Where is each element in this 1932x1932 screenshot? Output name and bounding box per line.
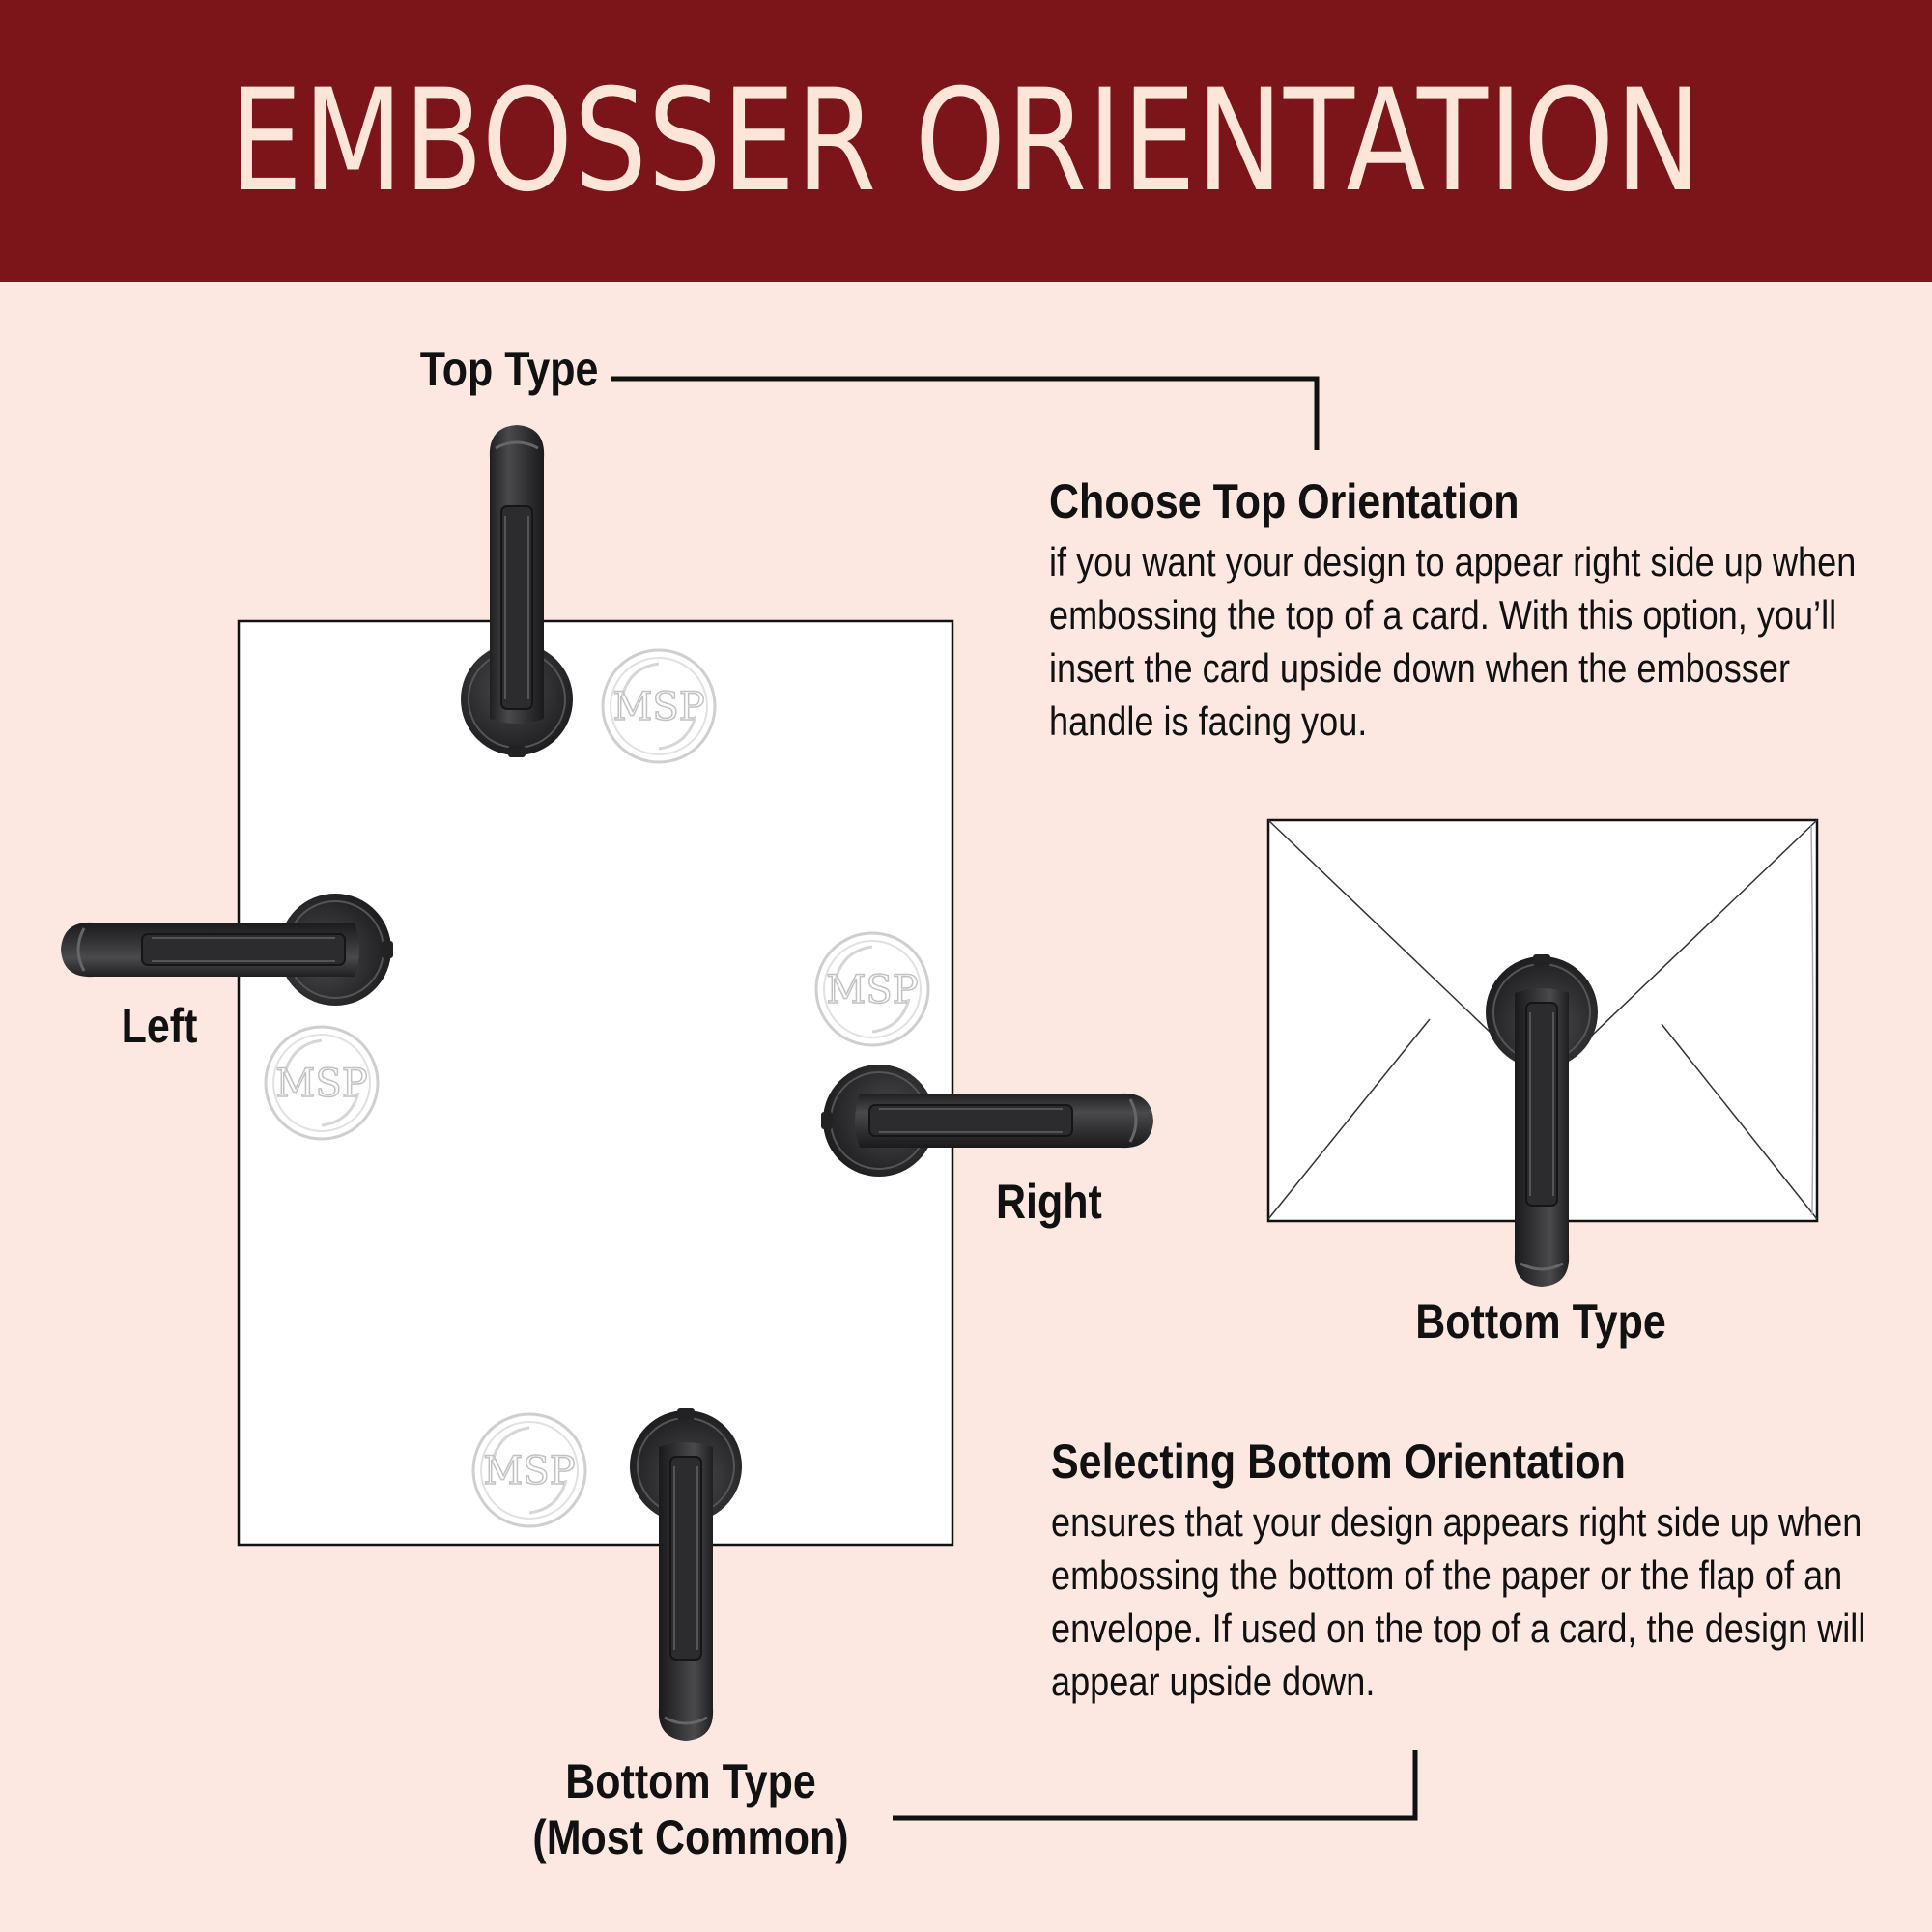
label-left: Left: [121, 999, 198, 1053]
bottom-orientation-heading: Selecting Bottom Orientation: [1051, 1435, 1626, 1489]
seal-icon: MSP: [814, 931, 930, 1047]
embosser-icon: [628, 1406, 744, 1743]
label-bottom-type-envelope: Bottom Type: [1415, 1294, 1666, 1349]
svg-text:MSP: MSP: [826, 968, 918, 1012]
seal-icon: MSP: [471, 1412, 587, 1528]
header-banner: EMBOSSER ORIENTATION: [0, 0, 1932, 282]
label-bottom-type-common: Bottom Type (Most Common): [528, 1754, 852, 1865]
embosser-icon: [59, 892, 395, 1008]
label-right: Right: [996, 1175, 1102, 1229]
top-connector-line: [611, 376, 1320, 450]
svg-text:MSP: MSP: [275, 1062, 367, 1106]
bottom-orientation-body: ensures that your design appears right s…: [1051, 1499, 1866, 1704]
page-title: EMBOSSER ORIENTATION: [229, 59, 1703, 223]
embosser-icon: [459, 423, 575, 759]
embosser-icon: [819, 1063, 1155, 1179]
top-orientation-body: if you want your design to appear right …: [1049, 539, 1857, 744]
label-bottom-type-common-line2: (Most Common): [532, 1809, 849, 1864]
bottom-orientation-block: Selecting Bottom Orientation ensures tha…: [1051, 1434, 1882, 1708]
label-top-type: Top Type: [419, 342, 599, 396]
seal-icon: MSP: [601, 648, 717, 764]
seal-icon: MSP: [264, 1025, 380, 1141]
svg-text:MSP: MSP: [483, 1449, 575, 1493]
top-orientation-heading: Choose Top Orientation: [1049, 474, 1520, 528]
top-orientation-block: Choose Top Orientation if you want your …: [1049, 473, 1880, 748]
svg-text:MSP: MSP: [612, 685, 704, 729]
bottom-connector-line: [893, 1750, 1418, 1821]
label-bottom-type-common-line1: Bottom Type: [565, 1754, 816, 1808]
